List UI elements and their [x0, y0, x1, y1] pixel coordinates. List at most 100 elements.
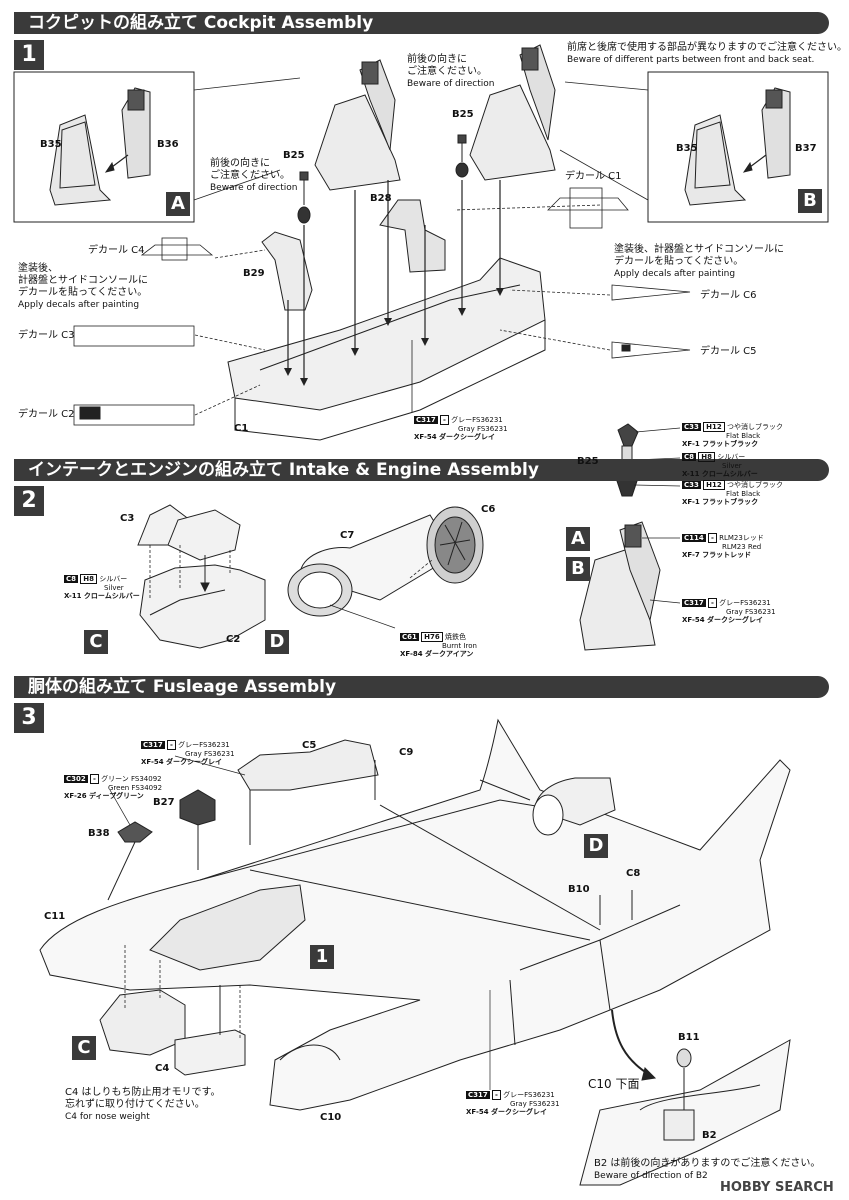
paint-xf: XF-54 ダークシーグレイ	[466, 1108, 548, 1116]
paint-hcode: H12	[703, 422, 725, 432]
paint-code: C114	[682, 534, 706, 542]
paint-xf: X-11 クロームシルバー	[682, 470, 758, 478]
b2-note-en: Beware of direction of B2	[594, 1171, 708, 1181]
paint-jp: グレーFS36231	[719, 599, 771, 607]
step-2-number: 2	[14, 486, 44, 516]
paint-note-right: 塗装後、計器盤とサイドコンソールに デカールを貼ってください。 Apply de…	[614, 244, 784, 280]
part-b38: B38	[88, 828, 110, 839]
part-b37: B37	[795, 143, 817, 154]
part-c6: C6	[481, 504, 496, 515]
paint-xf: XF-26 ディープグリーン	[64, 792, 144, 800]
paint-en: Green FS34092	[108, 784, 163, 792]
paint-code: C302	[64, 775, 88, 783]
paint-en: Burnt Iron	[442, 642, 477, 650]
seat-note: 前席と後席で使用する部品が異なりますのでご注意ください。 Beware of d…	[567, 42, 847, 66]
decal-c4-label: デカール C4	[88, 245, 145, 256]
paint-en: Gray FS36231	[726, 608, 776, 616]
weight-note-jp2: 忘れずに取り付けてください。	[65, 1099, 205, 1110]
paint-en: Flat Black	[726, 432, 761, 440]
paint-xf: XF-54 ダークシーグレイ	[682, 616, 764, 624]
part-c2: C2	[226, 634, 241, 645]
paint-xf: XF-7 フラットレッド	[682, 551, 752, 559]
part-b35-b: B35	[676, 143, 698, 154]
seat-b36	[121, 87, 151, 179]
decal-c3-label: デカール C3	[18, 330, 75, 341]
part-c9: C9	[399, 747, 414, 758]
paint-jp: 焼鉄色	[444, 633, 466, 641]
paint-code: C33	[682, 481, 701, 489]
paint-code: C317	[414, 416, 438, 424]
part-b35-a: B35	[40, 139, 62, 150]
marker-d-fus: D	[584, 834, 608, 858]
step-3-number: 3	[14, 703, 44, 733]
b2-note: B2 は前後の向きがありますのでご注意ください。 Beware of direc…	[594, 1158, 820, 1182]
direction-note-left-jp2: ご注意ください。	[210, 170, 290, 181]
part-b28: B28	[370, 193, 392, 204]
marker-b: B	[566, 557, 590, 581]
paint-hcode: -	[491, 1090, 501, 1100]
step-2-banner: インテークとエンジンの組み立て Intake & Engine Assembly	[14, 459, 829, 481]
part-b27: B27	[153, 797, 175, 808]
paint-jp: RLM23レッド	[719, 534, 764, 542]
watermark: HOBBY SEARCH	[720, 1180, 834, 1195]
intake-assembly	[137, 504, 266, 649]
paint-note-left-jp3: デカールを貼ってください。	[18, 287, 148, 298]
marker-b-box: B	[798, 189, 822, 213]
paint-hcode: -	[89, 774, 99, 784]
engine-assembly	[287, 506, 484, 617]
seat-detail	[579, 521, 661, 651]
seat-b37	[761, 87, 791, 179]
direction-note-left: 前後の向きに ご注意ください。 Beware of direction	[210, 158, 297, 194]
part-b25-left: B25	[283, 150, 305, 161]
direction-note-left-en: Beware of direction	[210, 183, 298, 193]
part-b25-detail: B25	[577, 456, 599, 467]
direction-note-top-jp1: 前後の向きに	[407, 54, 467, 65]
paint-code: C8	[64, 575, 79, 583]
seat-front	[469, 44, 556, 181]
paint-note-left-en: Apply decals after painting	[18, 300, 140, 310]
paint-en: Flat Black	[726, 490, 761, 498]
paint-hcode: -	[439, 415, 449, 425]
marker-step1-ref: 1	[310, 945, 334, 969]
seat-note-en: Beware of different parts between front …	[567, 55, 815, 65]
paint-en: RLM23 Red	[722, 543, 762, 551]
weight-note-jp1: C4 はしりもち防止用オモリです。	[65, 1087, 221, 1098]
step-1-number: 1	[14, 40, 44, 70]
paint-code: C317	[141, 741, 165, 749]
paint-jp: つや消しブラック	[726, 481, 783, 489]
part-c3: C3	[120, 513, 135, 524]
paint-xf: XF-1 フラットブラック	[682, 498, 759, 506]
stick-b25-left	[297, 171, 311, 224]
paint-xf: XF-84 ダークアイアン	[400, 650, 474, 658]
detail-box-a	[13, 71, 195, 223]
paint-hcode: -	[707, 533, 717, 543]
part-c7: C7	[340, 530, 355, 541]
paint-note-right-en: Apply decals after painting	[614, 269, 736, 279]
paint-en: Gray FS36231	[510, 1100, 560, 1108]
paint-code: C61	[400, 633, 419, 641]
paint-jp: グレーFS36231	[503, 1091, 555, 1099]
part-c10: C10	[320, 1112, 342, 1123]
part-c4: C4	[155, 1063, 170, 1074]
step-3-banner: 胴体の組み立て Fusleage Assembly	[14, 676, 829, 698]
paint-code: C317	[466, 1091, 490, 1099]
part-b25-right: B25	[452, 109, 474, 120]
paint-xf: X-11 クロームシルバー	[64, 592, 140, 600]
paint-xf: XF-54 ダークシーグレイ	[414, 433, 496, 441]
marker-c: C	[84, 630, 108, 654]
marker-c-fus: C	[72, 1036, 96, 1060]
paint-en: Gray FS36231	[458, 425, 508, 433]
paint-en: Gray FS36231	[185, 750, 235, 758]
paint-hcode: H8	[80, 574, 97, 584]
paint-note-right-jp2: デカールを貼ってください。	[614, 256, 744, 267]
weight-note-en: C4 for nose weight	[65, 1112, 150, 1122]
paint-jp: グリーン FS34092	[101, 775, 162, 783]
part-c1: C1	[234, 423, 249, 434]
